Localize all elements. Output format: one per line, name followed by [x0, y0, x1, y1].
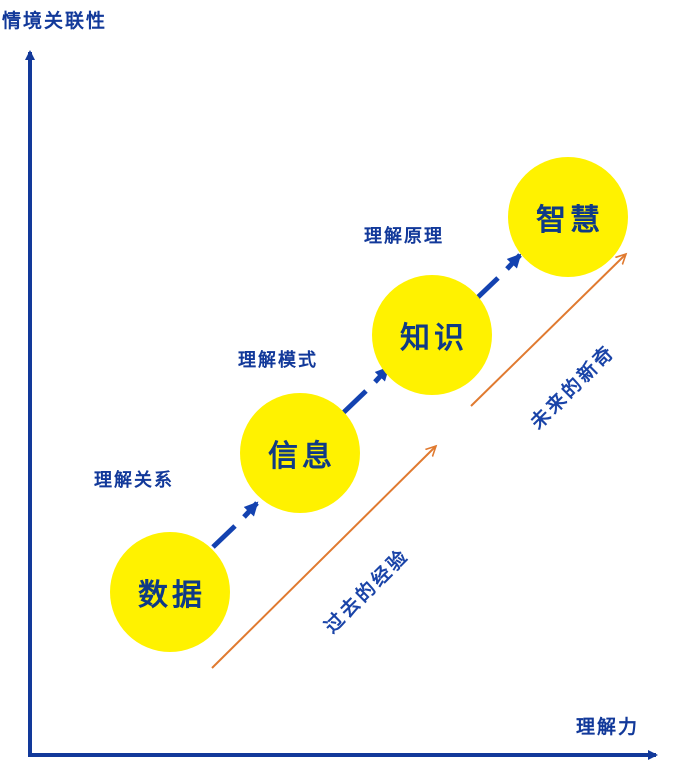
node-data: 数据 [110, 532, 230, 652]
arrow-knowledge-to-wisdom [474, 253, 522, 301]
node-label: 知识 [400, 321, 468, 356]
y-axis-label: 情境关联性 [2, 10, 108, 32]
node-information: 信息 [240, 393, 360, 513]
arrow-data-to-information [211, 501, 259, 549]
transition-label-principles: 理解原理 [364, 226, 444, 247]
x-axis-label: 理解力 [576, 716, 640, 738]
trend-line-future [470, 254, 626, 407]
node-label: 信息 [268, 439, 336, 474]
node-label: 智慧 [536, 203, 604, 238]
arrow-information-to-knowledge [341, 366, 390, 415]
trend-line-past [211, 446, 436, 669]
transition-label-relations: 理解关系 [94, 470, 174, 491]
transition-label-patterns: 理解模式 [238, 350, 318, 371]
node-wisdom: 智慧 [508, 157, 628, 277]
node-label: 数据 [138, 578, 206, 613]
node-knowledge: 知识 [372, 275, 492, 395]
